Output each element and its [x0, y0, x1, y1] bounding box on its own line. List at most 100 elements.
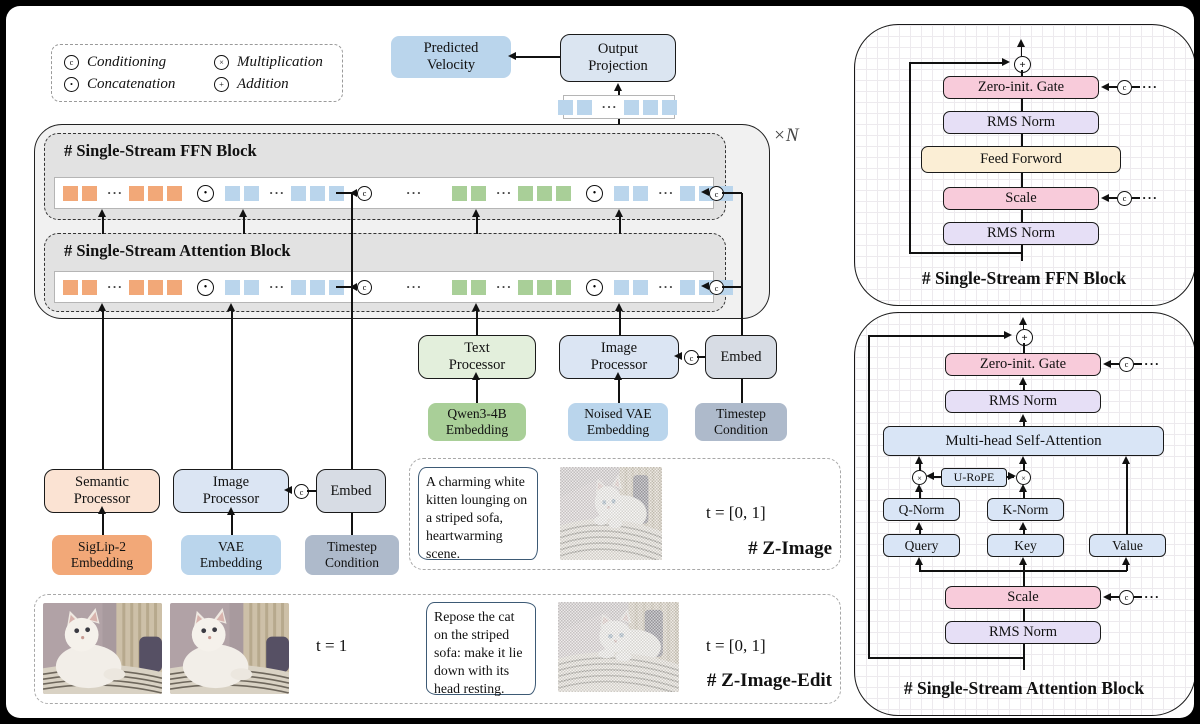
arrow — [350, 283, 358, 291]
token-blue — [576, 99, 592, 115]
arrow — [97, 303, 106, 311]
arrow — [1018, 456, 1027, 464]
connector — [1023, 384, 1025, 390]
connector — [476, 217, 478, 234]
token-blue — [310, 279, 326, 295]
token-blue — [614, 185, 630, 201]
connector — [243, 217, 245, 234]
conditioning-stub: c··· — [1101, 79, 1158, 95]
connector — [868, 335, 1004, 337]
connector — [1023, 421, 1025, 426]
concatenation-icon: • — [64, 76, 79, 92]
arrow — [1008, 472, 1016, 480]
ellipsis: ··· — [269, 185, 286, 200]
image-processor-box-mid: Image Processor — [559, 335, 679, 379]
scale-box: Scale — [943, 187, 1099, 210]
z-image-sample-box — [409, 458, 841, 570]
connector — [102, 217, 104, 234]
connector — [919, 492, 921, 498]
image-processor-box-left: Image Processor — [173, 469, 289, 513]
zero-init-gate-box: Zero-init. Gate — [945, 353, 1101, 376]
token-blue — [291, 279, 307, 295]
conditioning-icon: c — [357, 185, 373, 201]
addition-icon: + — [1016, 329, 1033, 346]
token-orange — [148, 279, 164, 295]
qwen-embedding-box: Qwen3-4B Embedding — [428, 403, 526, 441]
ellipsis: ··· — [601, 99, 618, 114]
arrow — [914, 484, 923, 492]
legend-item: c Conditioning — [64, 54, 214, 71]
multiplication-icon: × — [214, 54, 229, 70]
connector — [1021, 134, 1023, 146]
connector — [1023, 529, 1025, 534]
rms-norm-box: RMS Norm — [945, 621, 1101, 644]
connector — [1021, 70, 1023, 76]
addition-icon: + — [1014, 56, 1031, 73]
arrow — [1103, 360, 1111, 368]
arrow — [1018, 557, 1027, 565]
connector — [741, 379, 743, 403]
vae-embedding-box: VAE Embedding — [181, 535, 281, 575]
ffn-block-label: # Single-Stream FFN Block — [64, 141, 257, 160]
legend-label: Conditioning — [87, 53, 167, 70]
repeat-count-label: ×N — [773, 125, 799, 146]
arrow — [508, 52, 516, 60]
arrow — [97, 506, 106, 514]
connector — [1023, 609, 1025, 621]
arrow — [1103, 593, 1111, 601]
connector — [919, 564, 921, 571]
token-orange — [63, 185, 78, 201]
connector — [1023, 492, 1025, 498]
token-blue — [310, 185, 326, 201]
token-orange — [167, 185, 183, 201]
connector — [1023, 571, 1025, 586]
arrow — [471, 209, 480, 217]
arrow — [1016, 39, 1025, 47]
conditioning-icon: c — [1119, 356, 1134, 372]
connector — [1023, 464, 1025, 471]
arrow — [926, 472, 934, 480]
token-orange — [167, 279, 183, 295]
connector — [619, 217, 621, 234]
arrow — [613, 83, 622, 91]
token-orange — [63, 279, 78, 295]
ellipsis: ··· — [496, 185, 513, 200]
connector — [102, 311, 104, 469]
conditioning-icon: c — [684, 350, 699, 365]
arrow — [914, 456, 923, 464]
conditioning-junction: c — [350, 185, 373, 201]
token-orange — [129, 279, 145, 295]
connector — [307, 490, 316, 492]
multiplication-icon: × — [1016, 470, 1031, 485]
rms-norm-box: RMS Norm — [945, 390, 1101, 413]
rms-norm-box: RMS Norm — [943, 111, 1099, 134]
reference-cat-photo — [43, 603, 162, 694]
figure-canvas: c Conditioning × Multiplication • Concat… — [6, 6, 1194, 718]
token-green — [556, 279, 572, 295]
token-blue — [661, 99, 677, 115]
u-rope-box: U-RoPE — [941, 468, 1007, 487]
token-orange — [82, 185, 97, 201]
legend-label: Addition — [237, 75, 289, 92]
timestep-condition-box-left: Timestep Condition — [305, 535, 399, 575]
predicted-velocity-box: Predicted Velocity — [391, 36, 511, 78]
connector — [476, 380, 478, 403]
token-blue — [557, 99, 573, 115]
query-box: Query — [883, 534, 960, 557]
connector — [1023, 644, 1025, 670]
noised-cat-photo — [560, 467, 662, 560]
text-processor-box: Text Processor — [418, 335, 536, 379]
arrow — [613, 372, 622, 380]
arrow — [614, 303, 623, 311]
connector — [1126, 464, 1128, 534]
output-projection-box: Output Projection — [560, 34, 676, 82]
token-blue — [642, 99, 658, 115]
multiplication-icon: × — [912, 470, 927, 485]
conditioning-icon: c — [1117, 190, 1132, 206]
arrow — [1121, 456, 1130, 464]
connector — [336, 192, 352, 194]
token-blue — [244, 279, 260, 295]
connector — [1021, 173, 1023, 187]
token-blue — [614, 279, 630, 295]
connector — [618, 90, 620, 95]
